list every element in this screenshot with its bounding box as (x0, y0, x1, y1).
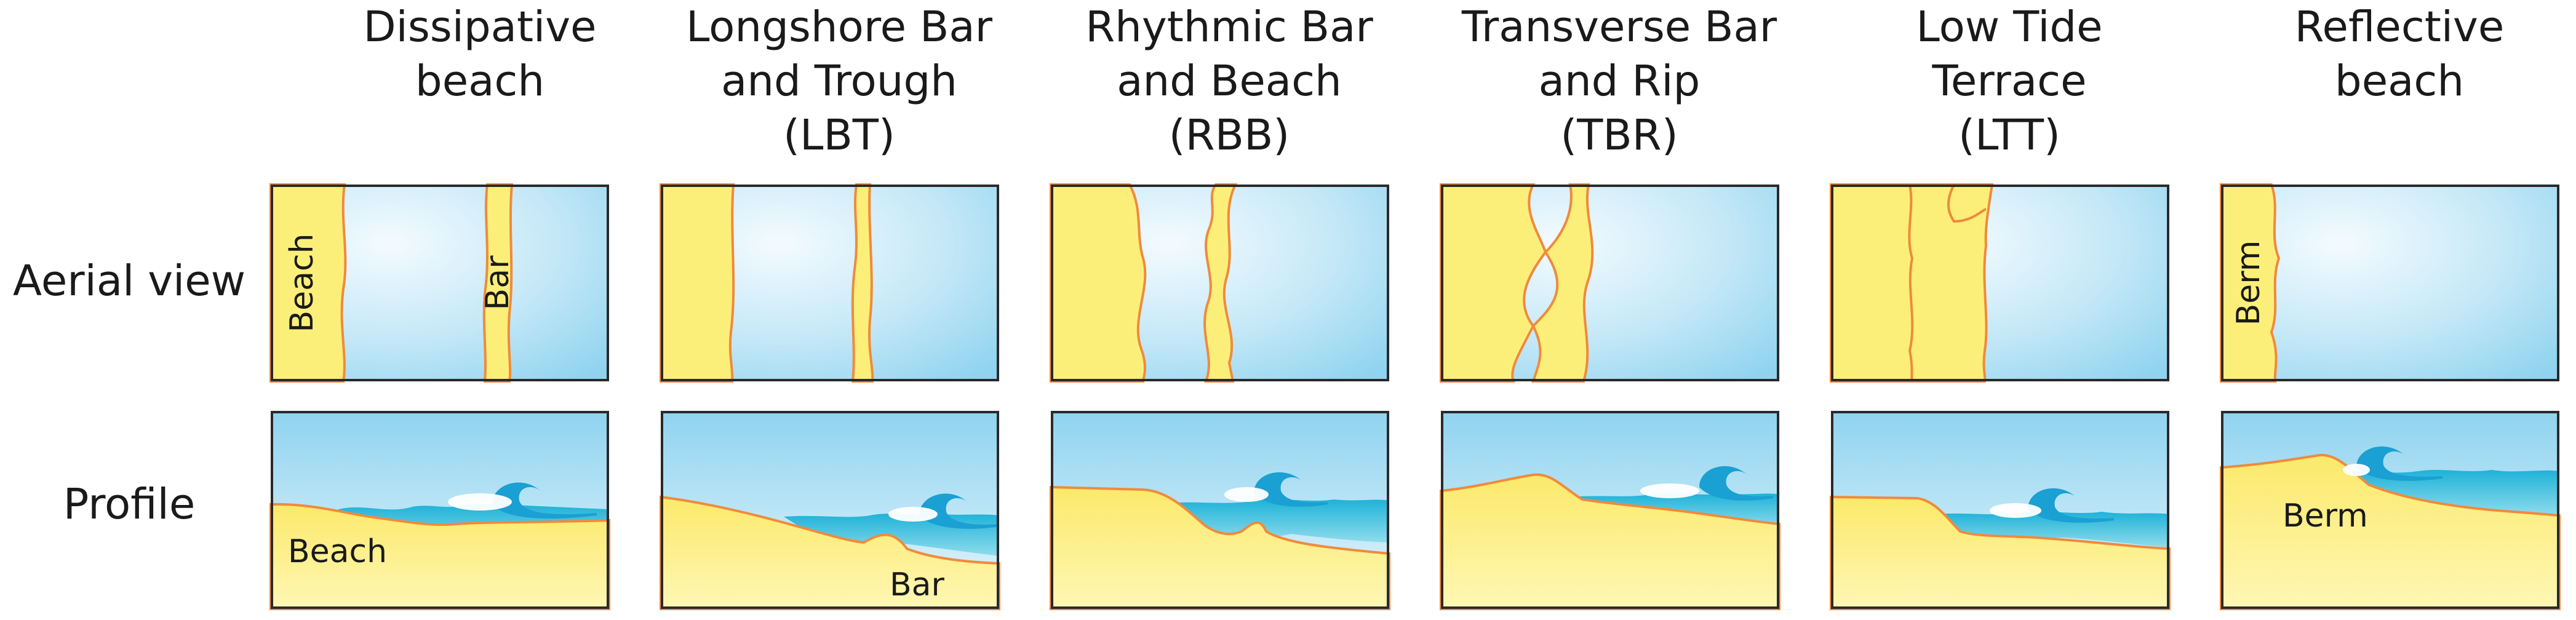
terrace-strip (1830, 183, 1994, 383)
sand-profile (1050, 485, 1390, 610)
profile-label-berm: Berm (2283, 498, 2368, 535)
column-title-tbr: Transverse Bar and Rip (TBR) (1459, 0, 1779, 166)
foam (1224, 487, 1269, 502)
beach-strip (1050, 183, 1147, 383)
bar-strip (851, 183, 874, 383)
foam (1990, 503, 2041, 518)
column-title-lbt: Longshore Bar and Trough (LBT) (679, 0, 999, 166)
aerial-label-berm: Berm (2230, 240, 2267, 326)
profile-label-beach: Beach (288, 533, 387, 570)
title-line: Reflective (2294, 2, 2505, 52)
row-label-aerial: Aerial view (12, 256, 246, 306)
beach-strip (660, 183, 735, 383)
title-line: Longshore Bar (685, 2, 993, 52)
aerial-panel-dissipative: Beach Bar (269, 183, 609, 383)
foam (888, 507, 938, 522)
aerial-panel-lbt (660, 183, 999, 383)
aerial-label-bar: Bar (479, 255, 516, 311)
profile-panel-dissipative: Beach (269, 411, 610, 610)
wave-icon (492, 482, 597, 519)
foam (448, 493, 512, 511)
wave-icon (2356, 446, 2442, 481)
profile-label-bar: Bar (890, 566, 945, 603)
sand-profile (269, 503, 610, 610)
aerial-panel-tbr (1440, 183, 1779, 383)
title-line: (LTT) (1958, 111, 2060, 160)
title-line: (RBB) (1168, 111, 1290, 160)
title-line: beach (2334, 57, 2465, 106)
sand-profile (1830, 495, 2171, 610)
profile-panel-lbt: Bar (660, 411, 1000, 610)
sea-water (1168, 499, 1389, 542)
profile-panel-reflective: Berm (2220, 411, 2561, 610)
terrace-notch (1947, 184, 1987, 223)
sand-profile (660, 495, 1000, 610)
wave-icon (2028, 488, 2114, 523)
title-line: Low Tide (1916, 2, 2103, 52)
beach-line (1908, 184, 1914, 382)
title-line: (LBT) (783, 111, 895, 160)
column-title-dissipative: Dissipative beach (320, 0, 640, 166)
bar-strip (1531, 183, 1594, 383)
title-line: and Beach (1117, 57, 1342, 106)
beach-strip (1440, 183, 1547, 383)
title-line: and Trough (720, 57, 958, 106)
wave-icon (919, 493, 999, 529)
profile-panel-tbr (1440, 411, 1780, 610)
aerial-panel-rbb (1050, 183, 1389, 383)
bar-strip (1203, 183, 1238, 383)
sand-profile (2220, 453, 2561, 610)
title-line: beach (415, 57, 545, 106)
sand-profile (1440, 473, 1780, 610)
profile-panel-rbb (1050, 411, 1390, 610)
foam (1640, 483, 1699, 498)
title-line: (TBR) (1560, 111, 1678, 160)
aerial-panel-ltt (1830, 183, 2169, 383)
foam (2343, 464, 2370, 476)
profile-panel-ltt (1830, 411, 2171, 610)
berm-strip (2220, 183, 2281, 383)
title-line: Terrace (1932, 57, 2087, 106)
aerial-label-beach: Beach (284, 233, 321, 332)
title-line: Dissipative (363, 2, 597, 52)
column-title-reflective: Reflective beach (2239, 0, 2559, 166)
aerial-panel-reflective: Berm (2220, 183, 2559, 383)
wave-icon (1254, 472, 1328, 507)
title-line: Rhythmic Bar (1085, 2, 1373, 52)
wave-icon (1699, 466, 1773, 501)
column-title-ltt: Low Tide Terrace (LTT) (1849, 0, 2169, 166)
title-line: and Rip (1538, 57, 1701, 106)
title-line: Transverse Bar (1461, 2, 1777, 52)
row-label-profile: Profile (63, 480, 196, 529)
beach-strip (269, 183, 347, 383)
column-title-rbb: Rhythmic Bar and Beach (RBB) (1069, 0, 1389, 166)
